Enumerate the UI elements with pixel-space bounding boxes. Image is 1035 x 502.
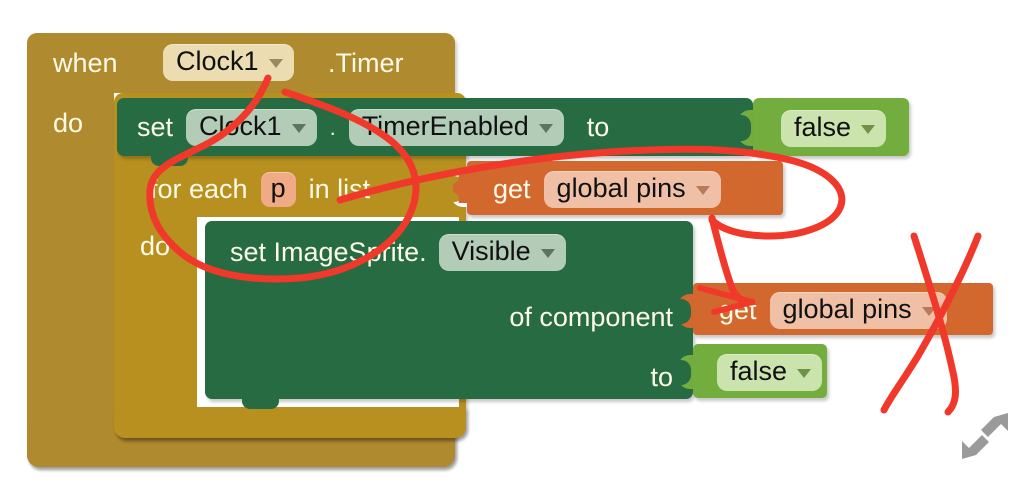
get-1-keyword-label: get: [493, 174, 531, 204]
set-clock-dot-label: .: [329, 114, 336, 140]
chevron-down-icon[interactable]: [268, 58, 283, 68]
set-imagesprite-visible-block[interactable]: set ImageSprite. Visible of component to: [205, 221, 693, 409]
false-1-value: false: [794, 112, 852, 142]
set-clock-top-notch: [151, 98, 188, 108]
chevron-down-icon[interactable]: [921, 306, 936, 316]
false-2-value: false: [730, 356, 788, 386]
chevron-down-icon[interactable]: [538, 123, 553, 133]
false-2-field-wrap: false: [717, 354, 823, 391]
for-each-bottom-bar: [114, 407, 466, 438]
when-component-dropdown[interactable]: Clock1: [163, 44, 294, 81]
set-clock-row: set Clock1 . TimerEnabled to: [137, 109, 609, 146]
for-each-variable-value: p: [270, 173, 286, 203]
when-event-suffix-label: .Timer: [328, 48, 404, 78]
set-sprite-keyword-label: set ImageSprite.: [230, 237, 427, 267]
get-2-variable-dropdown[interactable]: global pins: [769, 292, 947, 329]
for-each-bottom-notch: [240, 407, 277, 417]
chevron-down-icon[interactable]: [695, 185, 710, 195]
set-clock-component-dropdown[interactable]: Clock1: [186, 109, 317, 146]
get-1-variable-dropdown[interactable]: global pins: [543, 171, 721, 208]
set-sprite-to-label: to: [650, 362, 673, 392]
for-each-header-row: for each p in list: [150, 172, 370, 207]
set-clock-timerenabled-block[interactable]: set Clock1 . TimerEnabled to: [117, 98, 753, 166]
set-sprite-property-value: Visible: [451, 236, 531, 266]
false-1-field-wrap: false: [781, 110, 887, 147]
get-global-pins-block-2[interactable]: get global pins: [693, 283, 993, 335]
get-2-keyword-label: get: [719, 295, 757, 325]
get-2-row: get global pins: [719, 292, 947, 329]
set-sprite-value-socket-nub: [678, 360, 691, 385]
resize-diagonal-icon[interactable]: [958, 409, 1010, 461]
set-clock-bottom-notch: [151, 156, 188, 166]
chevron-down-icon[interactable]: [861, 124, 876, 134]
chevron-down-icon[interactable]: [540, 248, 555, 258]
when-component-value: Clock1: [176, 46, 259, 76]
set-sprite-top-notch: [242, 221, 279, 231]
get-1-variable-value: global pins: [556, 173, 686, 203]
chevron-down-icon[interactable]: [797, 368, 812, 378]
for-each-in-list-label: in list: [308, 174, 371, 204]
chevron-down-icon[interactable]: [291, 123, 306, 133]
set-clock-to-label: to: [586, 112, 610, 142]
false-value-block-2[interactable]: false: [693, 344, 827, 398]
set-sprite-bottom-notch: [242, 399, 279, 409]
get-1-row: get global pins: [493, 171, 721, 208]
set-clock-property-value: TimerEnabled: [361, 111, 529, 141]
set-sprite-of-component-label: of component: [509, 302, 673, 332]
when-do-label: do: [53, 108, 84, 138]
set-sprite-property-dropdown[interactable]: Visible: [438, 234, 566, 271]
false-1-dropdown[interactable]: false: [781, 110, 887, 147]
set-keyword-label: set: [137, 112, 174, 142]
get-global-pins-block-1[interactable]: get global pins: [467, 161, 783, 215]
for-each-variable-field[interactable]: p: [260, 172, 296, 207]
get-2-variable-value: global pins: [782, 294, 912, 324]
set-clock-value-socket-nub: [738, 115, 751, 141]
set-clock-property-dropdown[interactable]: TimerEnabled: [348, 109, 564, 146]
when-keyword-label: when: [53, 48, 118, 78]
for-each-do-label: do: [140, 231, 171, 261]
set-sprite-header-row: set ImageSprite. Visible: [230, 234, 566, 271]
false-value-block-1[interactable]: false: [753, 98, 909, 156]
for-each-prefix-label: for each: [150, 174, 248, 204]
false-2-dropdown[interactable]: false: [717, 354, 823, 391]
set-clock-component-value: Clock1: [199, 111, 282, 141]
set-sprite-component-socket-nub: [678, 299, 691, 324]
